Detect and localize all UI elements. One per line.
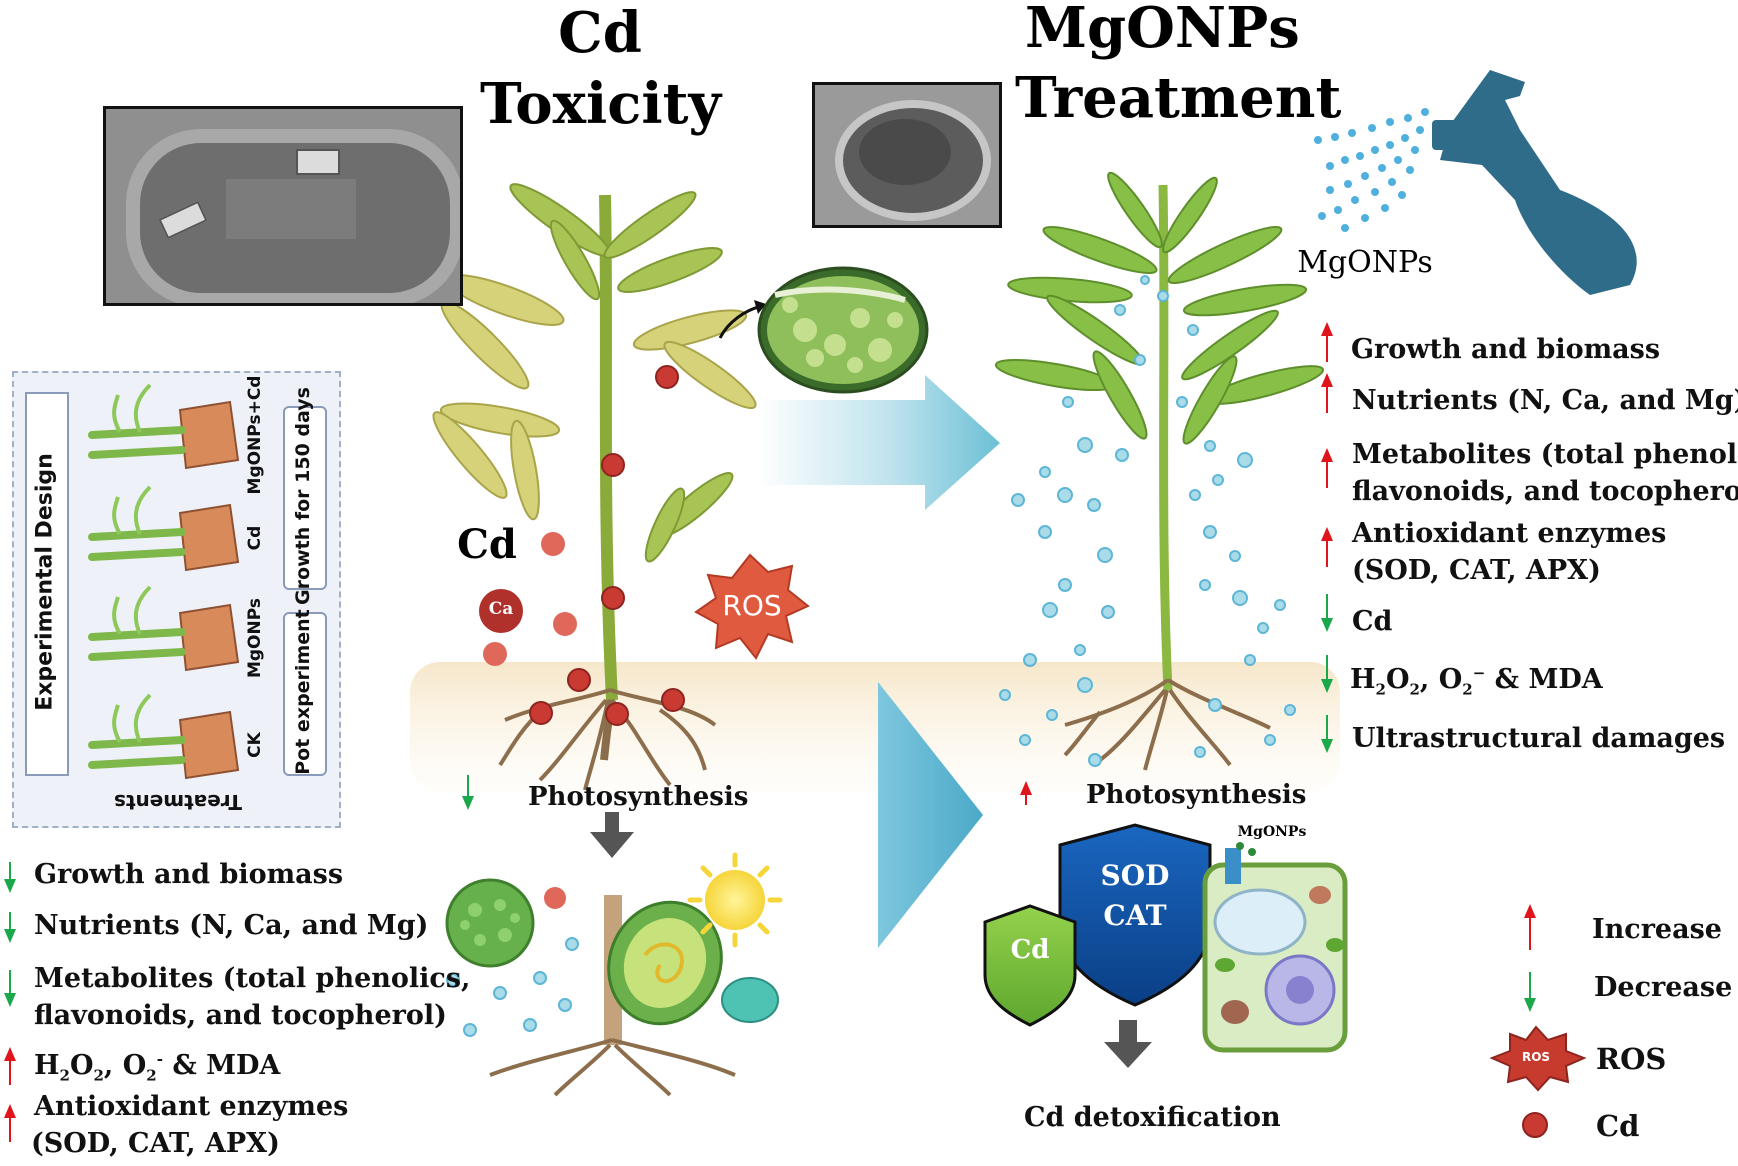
experimental-design-illustration <box>88 383 240 780</box>
cd-toxicity-title-line2: Toxicity <box>480 71 722 137</box>
group-mgonps-cd: MgONPs+Cd <box>245 375 265 495</box>
legend-ros-label: ROS <box>1596 1042 1667 1076</box>
cd-shield <box>983 904 1077 1027</box>
left-effect-antioxidant-2: (SOD, CAT, APX) <box>31 1128 280 1159</box>
l-ros-h: H <box>34 1050 60 1081</box>
photosynthesis-right-arrow <box>1020 781 1032 805</box>
soil-band <box>410 662 1340 792</box>
cell-mgonps-label: MgONPs <box>1237 824 1307 840</box>
experimental-design-title-box <box>25 392 69 776</box>
soil-cd-particles <box>479 532 577 666</box>
photosynthesis-left-label: Photosynthesis <box>528 782 749 812</box>
ros-burst-label: ROS <box>722 589 782 622</box>
l-ros-sub-2a: 2 <box>59 1066 70 1085</box>
legend-decrease-arrow <box>1524 972 1536 1012</box>
legend-cd-dot <box>1522 1112 1548 1138</box>
cd-detox-label: Cd detoxification <box>1024 1102 1281 1133</box>
detox-illustration <box>983 823 1348 1068</box>
right-effect-growth: Growth and biomass <box>1351 334 1661 365</box>
right-effect-arrows <box>1321 322 1333 753</box>
group-mgonps: MgONPs <box>245 597 265 679</box>
l-ros-minus: - <box>156 1050 163 1068</box>
ros-sub-2b: 2 <box>1409 680 1420 699</box>
l-ros-sub-2c: 2 <box>146 1066 157 1085</box>
left-effect-metabolites-1: Metabolites (total phenolics, <box>34 963 471 994</box>
group-ck: CK <box>245 732 265 758</box>
cat-label: CAT <box>1103 899 1167 932</box>
group-cd: Cd <box>245 525 265 551</box>
right-effect-metabolites-1: Metabolites (total phenolics, <box>1352 439 1738 470</box>
right-effect-ultrastructure: Ultrastructural damages <box>1352 723 1726 754</box>
photosynthesis-left-arrow <box>462 775 474 810</box>
chloroplast-micrograph-mgonps <box>812 82 1002 228</box>
transition-arrow <box>757 375 1000 510</box>
cd-toxicity-title-line1: Cd <box>558 0 642 66</box>
right-effect-antioxidant-1: Antioxidant enzymes <box>1352 518 1667 549</box>
right-effect-ros: H2O2, O2− & MDA <box>1350 663 1603 699</box>
ros-o: O <box>1385 664 1410 695</box>
cd-stressed-plant <box>432 183 757 791</box>
ros-minus: − <box>1472 664 1486 682</box>
experimental-design-title: Experimental Design <box>32 453 58 711</box>
chloroplast-micrograph-cd <box>103 106 463 306</box>
l-ros-sep: , O <box>103 1050 147 1081</box>
ros-h: H <box>1350 664 1376 695</box>
l-ros-o: O <box>69 1050 94 1081</box>
legend-ros-icon-text: ROS <box>1521 1050 1551 1064</box>
l-ros-tail: & MDA <box>162 1050 281 1081</box>
mgonps-particles <box>999 275 1296 767</box>
ros-burst-shape <box>694 553 810 660</box>
growth-box <box>283 406 327 590</box>
l-ros-sub-2b: 2 <box>93 1066 104 1085</box>
ros-sub-2a: 2 <box>1375 680 1386 699</box>
cd-soil-label: Cd <box>457 521 517 568</box>
left-effect-growth: Growth and biomass <box>34 859 344 890</box>
left-effect-nutrients: Nutrients (N, Ca, and Mg) <box>34 910 429 941</box>
healthy-plant <box>994 171 1325 771</box>
left-effect-antioxidant-1: Antioxidant enzymes <box>34 1091 349 1122</box>
legend-increase-label: Increase <box>1592 914 1722 945</box>
photosynthesis-right-label: Photosynthesis <box>1086 780 1307 810</box>
ros-sub-2c: 2 <box>1462 680 1473 699</box>
legend-increase-arrow <box>1524 904 1536 950</box>
left-effect-metabolites-2: flavonoids, and tocopherol) <box>34 1000 447 1031</box>
right-effect-metabolites-2: flavonoids, and tocopherol) <box>1352 476 1738 507</box>
ros-tail: & MDA <box>1485 664 1603 695</box>
mgonps-title-line2: Treatment <box>1015 65 1342 131</box>
chloroplast-zoom <box>718 266 929 394</box>
pot-label: Pot experiment <box>292 609 314 775</box>
legend-ros-shape <box>1489 1025 1587 1092</box>
legend-decrease-label: Decrease <box>1594 972 1733 1003</box>
right-effect-nutrients: Nutrients (N, Ca, and Mg) <box>1352 385 1738 416</box>
cd-shield-label: Cd <box>1010 935 1050 965</box>
sod-label: SOD <box>1100 859 1170 892</box>
photosynthesis-impaired-illustration <box>445 812 783 1097</box>
triangle-arrow <box>878 682 983 948</box>
ros-sep: , O <box>1419 664 1463 695</box>
right-effect-antioxidant-2: (SOD, CAT, APX) <box>1352 555 1601 586</box>
ca-ball-label: Ca <box>488 599 514 619</box>
growth-label: Growth for 150 days <box>292 387 314 605</box>
legend-cd-label: Cd <box>1596 1109 1640 1143</box>
treatments-label: Treatments <box>113 790 243 814</box>
left-effect-arrows <box>4 862 16 1142</box>
spray-bottle <box>1314 70 1637 295</box>
left-effect-ros: H2O2, O2- & MDA <box>34 1049 280 1085</box>
spray-mgonps-label: MgONPs <box>1297 245 1433 280</box>
mgonps-title-line1: MgONPs <box>1025 0 1300 61</box>
right-effect-cd: Cd <box>1352 606 1393 637</box>
pot-box <box>283 612 327 776</box>
